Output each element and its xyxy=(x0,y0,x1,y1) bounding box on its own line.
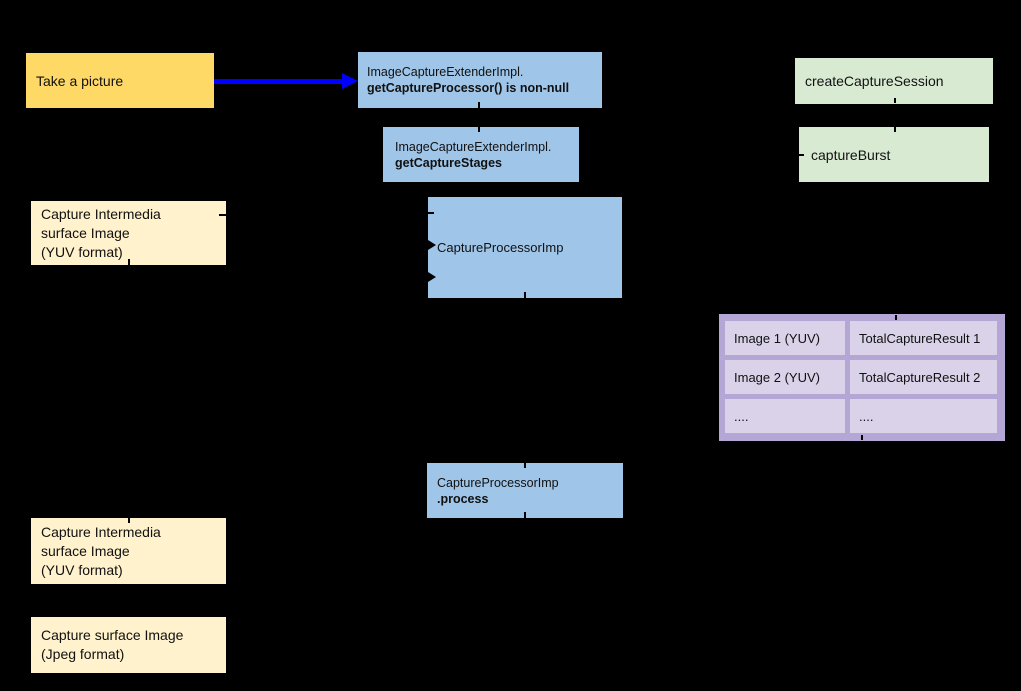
connector-tick xyxy=(894,127,896,132)
node-get-capture-processor: ImageCaptureExtenderImpl. getCaptureProc… xyxy=(358,52,602,108)
table-cell-image-more: .... xyxy=(725,399,845,433)
node-capture-intermedia-surface-top: Capture Intermedia surface Image (YUV fo… xyxy=(31,201,226,265)
connector-tick xyxy=(478,127,480,132)
node-label: createCaptureSession xyxy=(805,73,944,89)
connector-tick xyxy=(428,212,434,214)
connector-tick xyxy=(895,315,897,320)
connector-tick xyxy=(478,102,480,108)
node-label: Capture Intermedia xyxy=(41,523,161,540)
arrow-line xyxy=(214,79,344,84)
node-label: ImageCaptureExtenderImpl. xyxy=(367,65,524,79)
node-capture-processor-process: CaptureProcessorImp .process xyxy=(427,463,623,518)
node-label: surface Image xyxy=(41,542,130,559)
connector-tick xyxy=(524,512,526,518)
connector-tick xyxy=(128,259,130,265)
arrowhead-tick-icon xyxy=(428,240,436,250)
connector-tick xyxy=(861,435,863,440)
node-capture-burst: captureBurst xyxy=(799,127,989,182)
node-capture-intermedia-surface-bottom: Capture Intermedia surface Image (YUV fo… xyxy=(31,518,226,584)
node-label: (Jpeg format) xyxy=(41,646,125,662)
node-capture-processor-imp: CaptureProcessorImp xyxy=(428,197,622,298)
node-label: Take a picture xyxy=(36,72,124,89)
table-cell-image-1: Image 1 (YUV) xyxy=(725,321,845,355)
connector-tick xyxy=(524,292,526,298)
node-label: surface Image xyxy=(41,224,130,241)
node-label: Capture surface Image xyxy=(41,627,184,643)
node-label: CaptureProcessorImp xyxy=(437,240,564,255)
connector-tick xyxy=(799,154,804,156)
node-label: getCaptureProcessor() is non-null xyxy=(367,81,570,95)
node-take-a-picture: Take a picture xyxy=(26,53,214,108)
arrow-head-icon xyxy=(342,73,358,89)
burst-results-table: Image 1 (YUV) TotalCaptureResult 1 Image… xyxy=(719,314,1005,441)
table-cell-result-1: TotalCaptureResult 1 xyxy=(850,321,997,355)
node-label: getCaptureStages xyxy=(395,155,502,170)
node-label: .process xyxy=(437,491,489,506)
node-create-capture-session: createCaptureSession xyxy=(795,58,993,104)
node-capture-surface-jpeg: Capture surface Image (Jpeg format) xyxy=(31,617,226,673)
connector-tick xyxy=(524,463,526,468)
node-label: (YUV format) xyxy=(41,561,123,578)
table-cell-result-2: TotalCaptureResult 2 xyxy=(850,360,997,394)
arrowhead-tick-icon xyxy=(428,272,436,282)
table-cell-result-more: .... xyxy=(850,399,997,433)
node-label: ImageCaptureExtenderImpl. xyxy=(395,139,552,154)
node-label: captureBurst xyxy=(811,146,891,163)
node-label: (YUV format) xyxy=(41,243,123,260)
connector-tick xyxy=(128,518,130,523)
connector-tick xyxy=(219,214,226,216)
node-label: CaptureProcessorImp xyxy=(437,475,559,490)
table-cell-image-2: Image 2 (YUV) xyxy=(725,360,845,394)
node-get-capture-stages: ImageCaptureExtenderImpl. getCaptureStag… xyxy=(383,127,579,182)
connector-tick xyxy=(894,98,896,103)
node-label: Capture Intermedia xyxy=(41,205,161,222)
